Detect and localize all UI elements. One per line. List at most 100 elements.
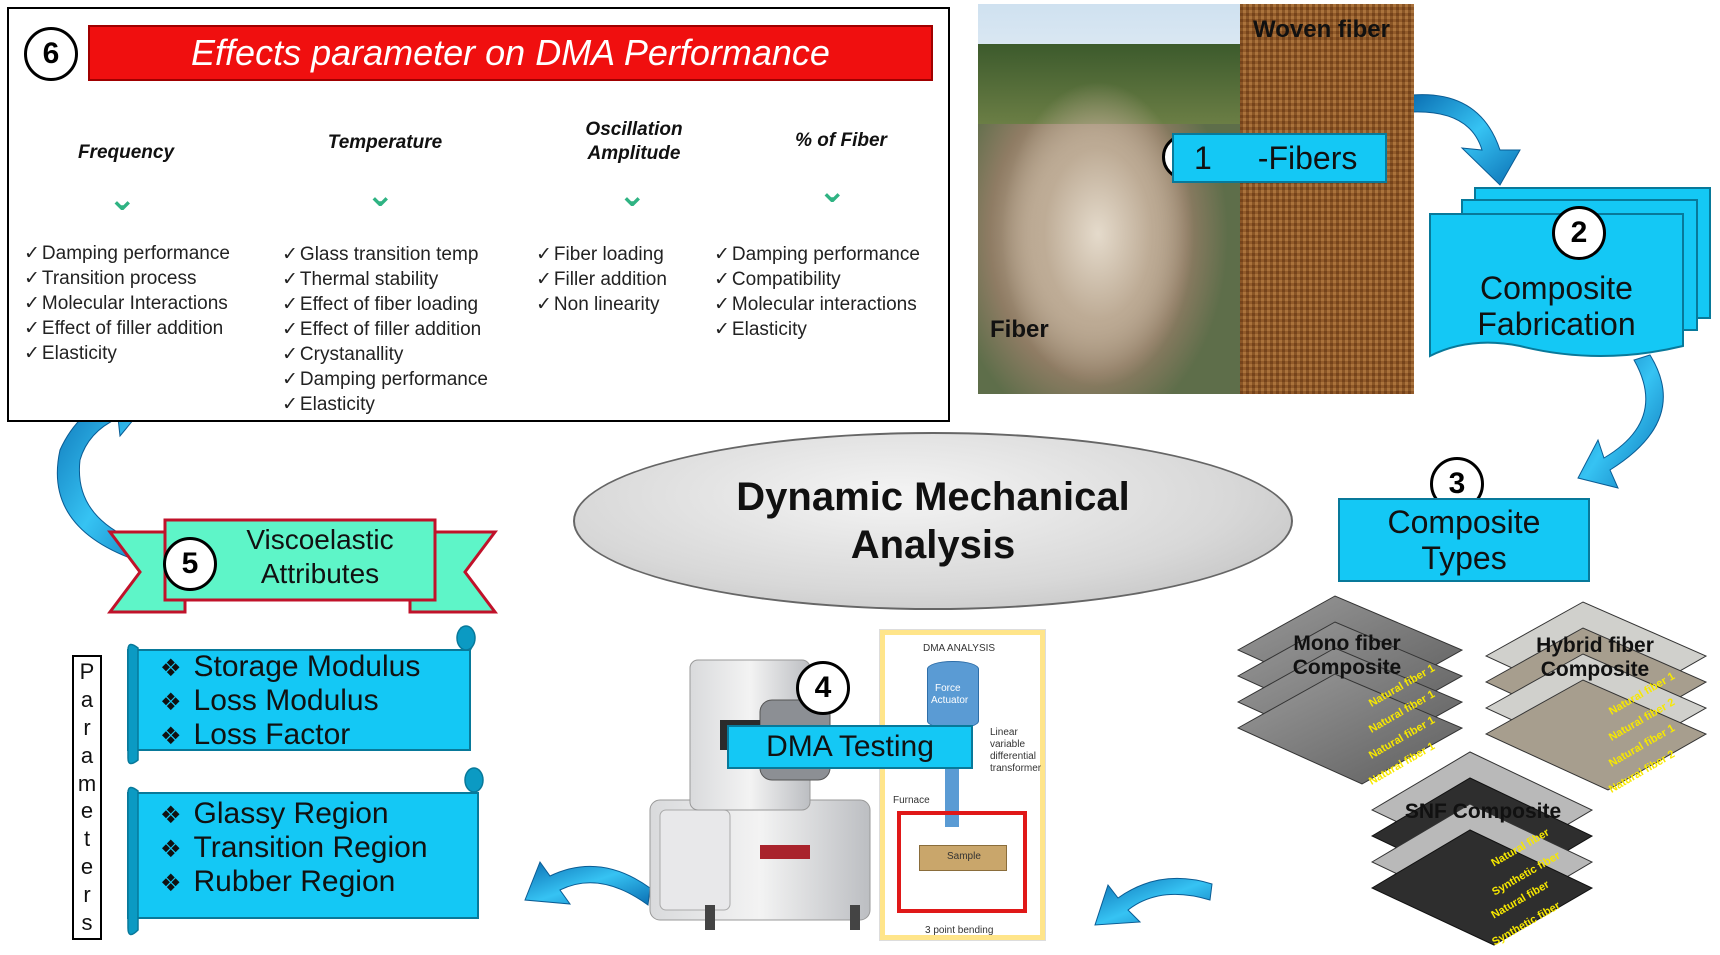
fiber-label: Fiber bbox=[990, 316, 1049, 343]
flag-percent-fiber: % of Fiber bbox=[795, 130, 887, 151]
lvdt-line: Linear bbox=[990, 727, 1018, 738]
hybrid-title-line1: Hybrid fiber bbox=[1536, 634, 1654, 657]
snf-plates bbox=[1370, 751, 1594, 946]
list-item: Glass transition temp bbox=[282, 242, 488, 267]
param-letter: r bbox=[83, 882, 91, 908]
parameters-vertical-label: P a r a m e t e r s bbox=[72, 655, 102, 940]
schematic-title: DMA ANALYSIS bbox=[923, 643, 996, 654]
fiber-percent-list: Damping performance Compatibility Molecu… bbox=[714, 242, 920, 342]
flag-frequency: Frequency bbox=[77, 142, 175, 163]
fabrication-label: Composite Fabrication bbox=[1430, 270, 1683, 342]
list-item: Elasticity bbox=[282, 392, 488, 417]
flag-temperature: Temperature bbox=[327, 132, 443, 153]
mono-title-line2: Composite bbox=[1292, 656, 1402, 679]
hybrid-title-line2: Composite bbox=[1540, 658, 1650, 681]
list-item: Glassy Region bbox=[160, 797, 428, 831]
list-item: Damping performance bbox=[714, 242, 920, 267]
list-item: Effect of fiber loading bbox=[282, 292, 488, 317]
list-item: Damping performance bbox=[24, 241, 230, 266]
woven-fiber-image bbox=[1240, 4, 1414, 394]
step-2-badge: 2 bbox=[1552, 206, 1606, 260]
lvdt-line: transformer bbox=[990, 763, 1042, 774]
composite-types-line2: Types bbox=[1421, 540, 1507, 576]
param-letter: t bbox=[83, 826, 91, 852]
modulus-list: Storage Modulus Loss Modulus Loss Factor bbox=[160, 650, 421, 752]
furnace-label: Furnace bbox=[893, 795, 930, 806]
step-1-number: 1 bbox=[1194, 139, 1212, 176]
list-item: Rubber Region bbox=[160, 865, 428, 899]
snf-title: SNF Composite bbox=[1404, 800, 1562, 823]
fabrication-line2: Fabrication bbox=[1477, 306, 1636, 342]
list-item: Effect of filler addition bbox=[24, 316, 230, 341]
sample-label: Sample bbox=[947, 851, 981, 862]
step-6-badge: 6 bbox=[24, 27, 78, 81]
dma-schematic: DMA ANALYSIS Force Actuator Linear varia… bbox=[879, 629, 1046, 941]
schematic-caption: 3 point bending bbox=[925, 925, 994, 936]
mono-fiber-title: Mono fiber Composite bbox=[1272, 632, 1422, 680]
step-5-badge: 5 bbox=[163, 537, 217, 591]
list-item: Transition process bbox=[24, 266, 230, 291]
list-item: Storage Modulus bbox=[160, 650, 421, 684]
central-title-ellipse: Dynamic Mechanical Analysis bbox=[573, 432, 1293, 610]
arrow-1-to-2 bbox=[1411, 94, 1521, 186]
effects-banner: Effects parameter on DMA Performance bbox=[88, 25, 933, 81]
list-item: Loss Factor bbox=[160, 718, 420, 752]
param-letter: e bbox=[80, 798, 94, 824]
list-item: Molecular Interactions bbox=[24, 291, 230, 316]
composite-types-box: Composite Types bbox=[1338, 498, 1590, 582]
param-letter: s bbox=[81, 910, 93, 936]
param-letter: m bbox=[77, 770, 97, 796]
list-item: Loss Modulus bbox=[160, 684, 420, 718]
list-item: Effect of filler addition bbox=[282, 317, 488, 342]
dma-testing-label: DMA Testing bbox=[727, 725, 973, 769]
woven-fiber-label: Woven fiber bbox=[1253, 16, 1390, 43]
fibers-label-box: 1 -Fibers bbox=[1172, 133, 1387, 183]
fabrication-line1: Composite bbox=[1480, 270, 1633, 306]
viscoelastic-line1: Viscoelastic bbox=[246, 524, 394, 555]
arrow-2-to-3 bbox=[1577, 354, 1664, 489]
list-item: Molecular interactions bbox=[714, 292, 920, 317]
fiber-tuft bbox=[978, 4, 1240, 394]
param-letter: e bbox=[80, 854, 94, 880]
chevron-down-icon: ⌄ bbox=[366, 175, 395, 215]
region-list: Glassy Region Transition Region Rubber R… bbox=[160, 797, 428, 899]
flag-oscillation-amplitude: Oscillation Amplitude bbox=[550, 112, 718, 172]
list-item: Filler addition bbox=[536, 267, 667, 292]
mono-title-line1: Mono fiber bbox=[1293, 632, 1401, 655]
hybrid-fiber-title: Hybrid fiber Composite bbox=[1516, 634, 1674, 682]
param-letter: a bbox=[80, 686, 94, 712]
arrow-4-to-params bbox=[524, 860, 651, 906]
list-item: Damping performance bbox=[282, 367, 488, 392]
oscillation-list: Fiber loading Filler addition Non linear… bbox=[536, 242, 667, 317]
composite-types-line1: Composite bbox=[1387, 504, 1541, 540]
list-item: Elasticity bbox=[24, 341, 230, 366]
list-item: Thermal stability bbox=[282, 267, 488, 292]
param-letter: P bbox=[79, 658, 95, 684]
step-4-badge: 4 bbox=[796, 661, 850, 715]
temperature-list: Glass transition temp Thermal stability … bbox=[282, 242, 488, 417]
list-item: Elasticity bbox=[714, 317, 920, 342]
list-item: Non linearity bbox=[536, 292, 667, 317]
actuator-line2: Actuator bbox=[931, 695, 969, 706]
param-letter: r bbox=[83, 714, 91, 740]
frequency-list: Damping performance Transition process M… bbox=[24, 241, 230, 366]
flag-oscillation-line1: Oscillation bbox=[585, 119, 683, 140]
lvdt-line: differential bbox=[990, 751, 1036, 762]
viscoelastic-label: Viscoelastic Attributes bbox=[215, 523, 425, 591]
sample-block bbox=[919, 845, 1007, 871]
force-actuator bbox=[927, 661, 979, 729]
list-item: Compatibility bbox=[714, 267, 920, 292]
flag-oscillation-line2: Amplitude bbox=[587, 143, 681, 164]
arrow-3-to-4 bbox=[1094, 877, 1213, 926]
central-title: Dynamic Mechanical Analysis bbox=[736, 475, 1130, 567]
list-item: Fiber loading bbox=[536, 242, 667, 267]
actuator-line1: Force bbox=[935, 683, 961, 694]
chevron-down-icon: ⌄ bbox=[618, 175, 647, 215]
lvdt-line: variable bbox=[990, 739, 1026, 750]
chevron-down-icon: ⌄ bbox=[818, 171, 847, 211]
fibers-label: -Fibers bbox=[1257, 139, 1358, 176]
hybrid-fiber-plates bbox=[1484, 601, 1708, 791]
viscoelastic-line2: Attributes bbox=[260, 558, 380, 589]
list-item: Transition Region bbox=[160, 831, 428, 865]
param-letter: a bbox=[80, 742, 94, 768]
